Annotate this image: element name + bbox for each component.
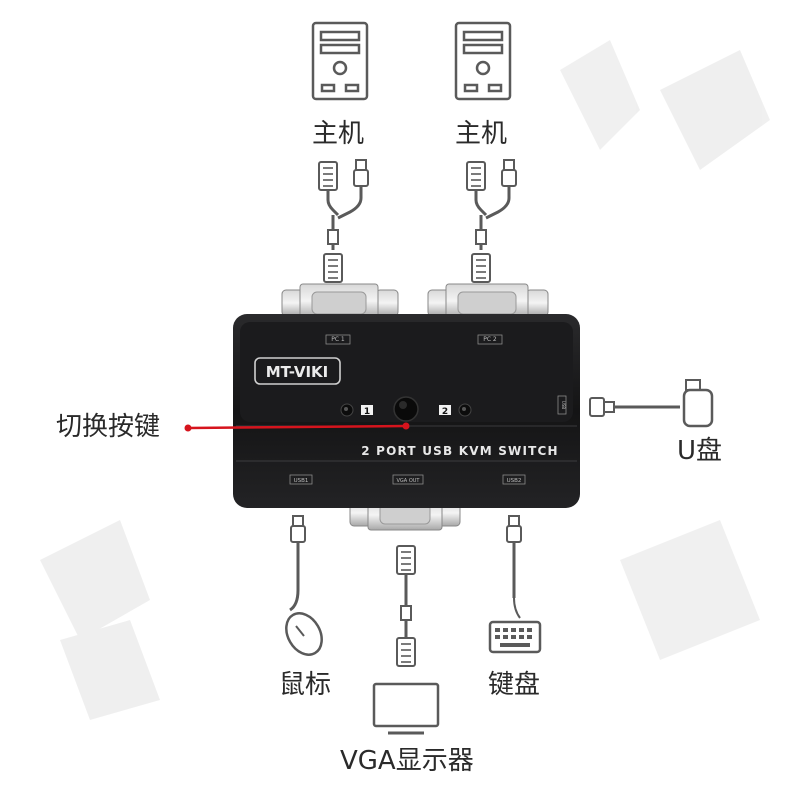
host-2-label: 主机	[455, 119, 508, 149]
host-1-cable	[318, 159, 369, 283]
mouse-cable	[289, 515, 306, 612]
button-pointer	[184, 422, 410, 432]
label-usb2: USB2	[507, 478, 522, 484]
led-2	[458, 403, 472, 417]
keyboard-cable	[506, 515, 522, 619]
monitor-label: VGA显示器	[340, 746, 474, 776]
host-1-icon	[311, 21, 369, 101]
usb-drive-cable	[589, 397, 680, 417]
keyboard-icon	[488, 620, 542, 654]
background-decoration	[40, 40, 770, 720]
host-2-icon	[454, 21, 512, 101]
mouse-label: 鼠标	[279, 670, 332, 700]
label-side-usb: USB	[561, 401, 566, 409]
led-1	[340, 403, 354, 417]
brand-logo: MT-VIKI	[254, 357, 341, 385]
svg-text:MT-VIKI: MT-VIKI	[266, 363, 328, 381]
host-1-label: 主机	[312, 119, 365, 149]
vga-port-pc1	[281, 283, 399, 319]
label-vga-out: VGA OUT	[397, 478, 421, 484]
host-2-cable	[466, 159, 517, 283]
label-pc2: PC 2	[483, 336, 497, 343]
switch-button[interactable]	[393, 396, 419, 422]
usb-drive-label: U盘	[677, 436, 723, 466]
led-1-label: 1	[364, 407, 370, 417]
led-2-label-bg	[439, 405, 451, 415]
led-2-label: 2	[442, 407, 448, 417]
monitor-icon	[372, 682, 440, 735]
model-text: 2 PORT USB KVM SWITCH	[361, 444, 559, 458]
label-usb1: USB1	[294, 478, 309, 484]
usb-drive-icon	[682, 379, 714, 428]
led-1-label-bg	[361, 405, 373, 415]
side-usb-port	[557, 395, 567, 415]
switch-button-label: 切换按键	[56, 412, 161, 442]
keyboard-label: 键盘	[488, 670, 541, 700]
monitor-cable	[396, 545, 416, 667]
mouse-icon	[285, 612, 323, 656]
label-pc1: PC 1	[331, 336, 345, 343]
vga-port-pc2	[427, 283, 549, 319]
